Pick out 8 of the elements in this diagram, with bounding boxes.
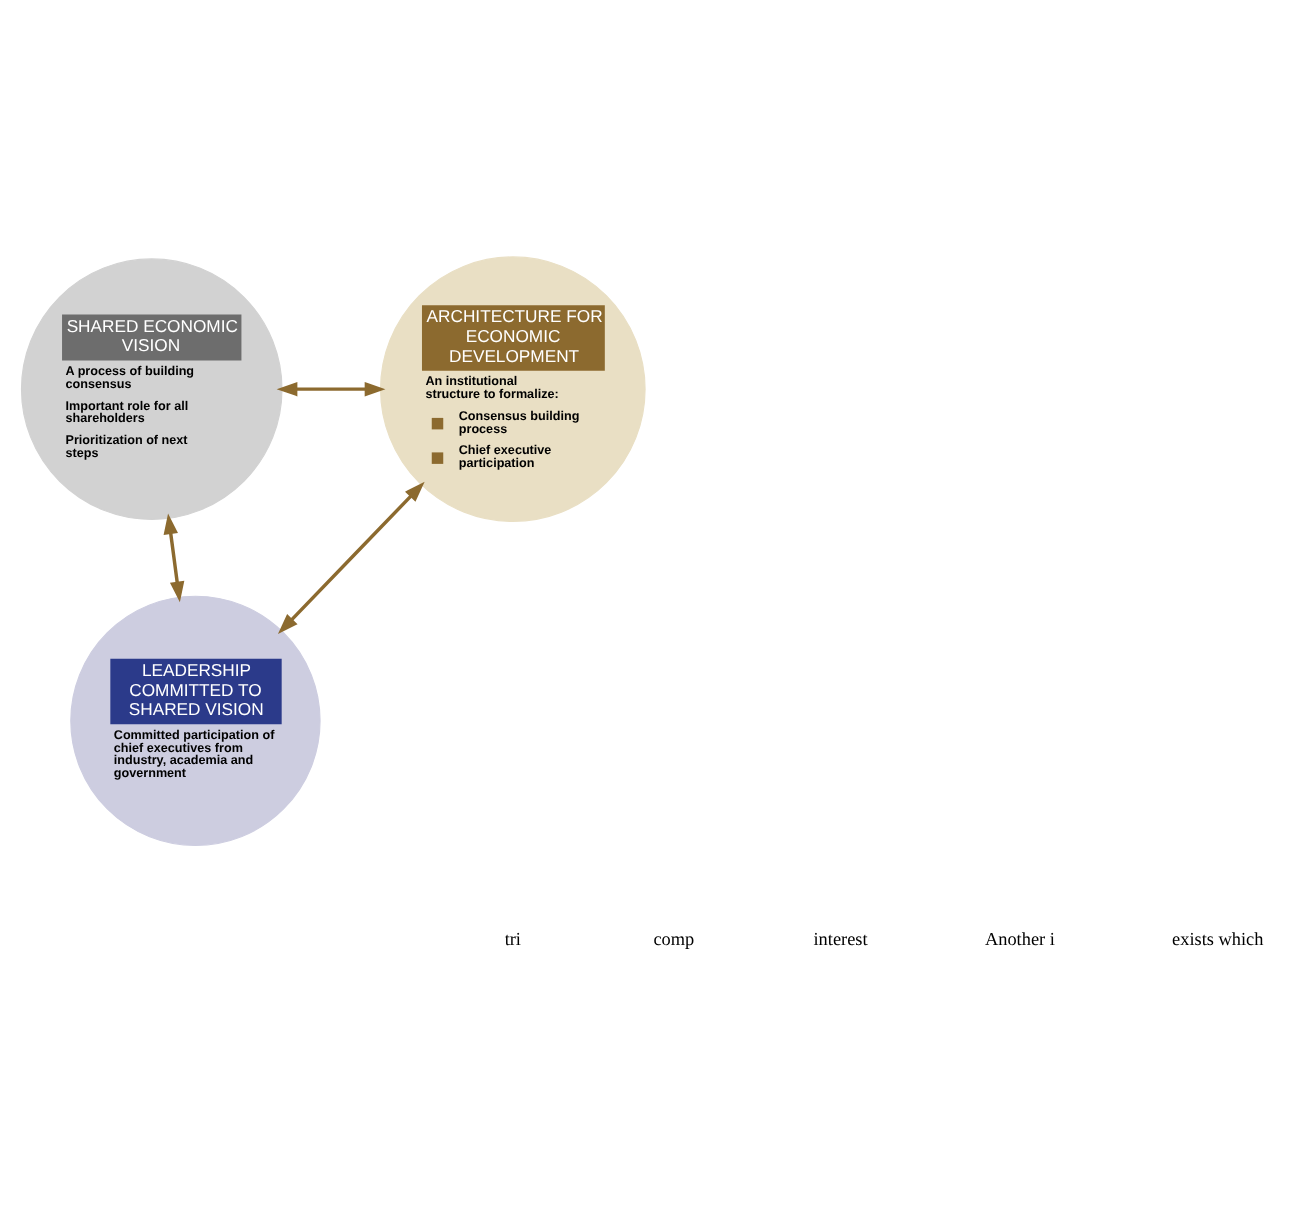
arrow	[276, 381, 386, 397]
label: comp	[653, 929, 695, 950]
label: exists which	[1172, 929, 1264, 950]
label: tri	[504, 929, 521, 950]
label: Another i	[984, 929, 1055, 950]
arrow	[163, 513, 185, 603]
label: interest	[813, 929, 868, 950]
arrow	[277, 481, 425, 635]
